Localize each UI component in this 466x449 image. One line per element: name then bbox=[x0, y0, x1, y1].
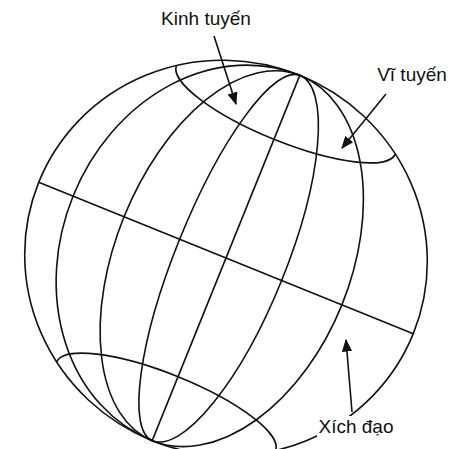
leader-arrow bbox=[342, 94, 386, 148]
callout-label: Xích đạo bbox=[317, 416, 396, 438]
leader-arrow bbox=[214, 36, 236, 104]
callout-label: Kinh tuyến bbox=[159, 8, 253, 30]
meridian bbox=[152, 75, 415, 449]
equator-line bbox=[39, 182, 414, 333]
parallel bbox=[57, 332, 288, 449]
leader-arrows bbox=[214, 36, 386, 412]
callout-label: Vĩ tuyến bbox=[375, 64, 449, 86]
leader-arrow bbox=[346, 340, 352, 412]
parallel bbox=[165, 65, 396, 183]
